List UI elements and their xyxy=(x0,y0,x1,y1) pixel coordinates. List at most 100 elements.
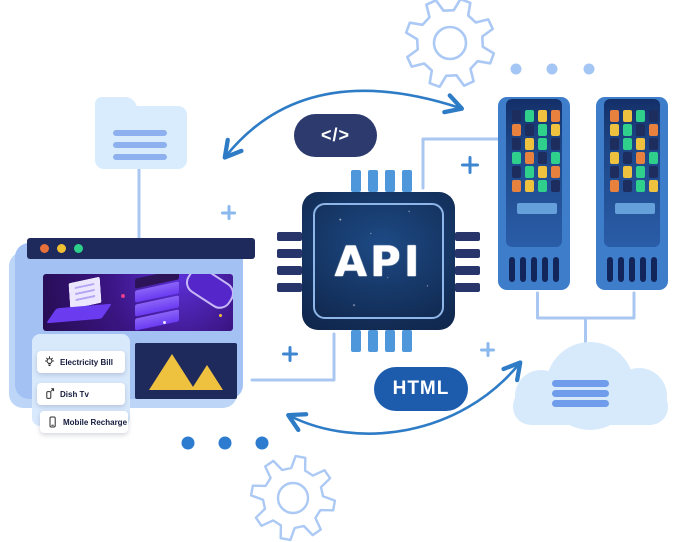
chip-pin-right xyxy=(455,283,480,292)
chip-pin-bottom xyxy=(402,330,412,352)
chip-pin-left xyxy=(277,232,302,241)
folder-line xyxy=(113,130,167,136)
server-vents xyxy=(607,257,657,282)
menu-panel xyxy=(32,334,130,426)
chip-pin-bottom xyxy=(385,330,395,352)
mountain-icon xyxy=(149,354,195,390)
window-control-dot-yellow xyxy=(57,244,66,253)
menu-item-label: Dish Tv xyxy=(60,389,89,399)
server-led xyxy=(610,166,619,178)
server-led xyxy=(649,138,658,150)
iso-laptop-keyboard xyxy=(46,303,112,324)
dots-decoration-top xyxy=(510,63,595,75)
chip-pin-top xyxy=(402,170,412,192)
chip-pin-right xyxy=(455,266,480,275)
server-led xyxy=(649,124,658,136)
server-led-grid xyxy=(512,110,560,192)
server-led xyxy=(512,180,521,192)
server-led xyxy=(551,138,560,150)
server-led xyxy=(636,152,645,164)
server-led xyxy=(649,152,658,164)
mobile-icon xyxy=(49,416,56,428)
server-led-grid xyxy=(610,110,658,192)
server-led xyxy=(551,152,560,164)
server-led xyxy=(538,124,547,136)
banner-dot xyxy=(219,314,222,317)
server-panel xyxy=(604,99,660,247)
browser-titlebar xyxy=(27,238,255,259)
server-led xyxy=(525,124,534,136)
api-chip-inner-border xyxy=(313,203,444,319)
server-led xyxy=(649,166,658,178)
gear-icon-top xyxy=(404,0,496,89)
server-led xyxy=(538,110,547,122)
server-led xyxy=(623,152,632,164)
server-led xyxy=(623,138,632,150)
server-led xyxy=(636,110,645,122)
cloud-line xyxy=(552,380,609,387)
server-led xyxy=(649,180,658,192)
gear-icon-bottom xyxy=(249,454,337,542)
server-led xyxy=(623,166,632,178)
api-chip-body: API xyxy=(302,192,455,330)
server-led xyxy=(538,180,547,192)
chip-pin-top xyxy=(368,170,378,192)
server-led xyxy=(551,110,560,122)
server-led xyxy=(610,180,619,192)
chip-pin-bottom xyxy=(351,330,361,352)
iso-phone-icon xyxy=(181,274,233,314)
server-tower-left xyxy=(498,97,570,290)
chip-pin-left xyxy=(277,249,302,258)
server-led xyxy=(551,180,560,192)
server-led xyxy=(512,138,521,150)
banner-dot xyxy=(121,294,125,298)
folder-line xyxy=(113,142,167,148)
server-led xyxy=(538,152,547,164)
server-led xyxy=(525,110,534,122)
api-chip-label: API xyxy=(334,236,423,286)
server-led xyxy=(525,138,534,150)
chip-pin-right xyxy=(455,232,480,241)
server-tower-right xyxy=(596,97,668,290)
server-led xyxy=(525,152,534,164)
menu-item-mobile-recharge: Mobile Recharge xyxy=(40,411,128,433)
server-led xyxy=(623,124,632,136)
plus-icon xyxy=(480,342,495,357)
server-led xyxy=(512,166,521,178)
server-led xyxy=(512,124,521,136)
server-panel xyxy=(506,99,562,247)
server-led xyxy=(610,138,619,150)
server-led xyxy=(623,180,632,192)
server-led xyxy=(636,166,645,178)
server-led xyxy=(512,152,521,164)
code-badge: </> xyxy=(294,114,377,157)
server-led xyxy=(512,110,521,122)
server-slot xyxy=(517,203,557,214)
menu-item-dish-tv: Dish Tv xyxy=(37,383,125,405)
cloud-icon xyxy=(513,338,668,430)
server-vents xyxy=(509,257,559,282)
window-control-dot-orange xyxy=(40,244,49,253)
plus-icon xyxy=(282,346,298,362)
folder-icon xyxy=(95,97,187,169)
dish-tv-icon xyxy=(46,388,55,399)
server-led xyxy=(525,180,534,192)
chip-pin-right xyxy=(455,249,480,258)
server-led xyxy=(538,166,547,178)
server-slot xyxy=(615,203,655,214)
arrow-bottom-exchange xyxy=(286,360,523,435)
plus-icon xyxy=(461,156,479,174)
chip-pin-left xyxy=(277,283,302,292)
server-led xyxy=(649,110,658,122)
arrow-top-exchange xyxy=(222,89,464,160)
cloud-line xyxy=(552,400,609,407)
menu-item-electricity-bill: Electricity Bill xyxy=(37,351,125,373)
folder-line xyxy=(113,154,167,160)
menu-item-label: Electricity Bill xyxy=(60,357,113,367)
server-led xyxy=(636,138,645,150)
chip-pin-left xyxy=(277,266,302,275)
chip-pin-top xyxy=(385,170,395,192)
chip-pin-top xyxy=(351,170,361,192)
